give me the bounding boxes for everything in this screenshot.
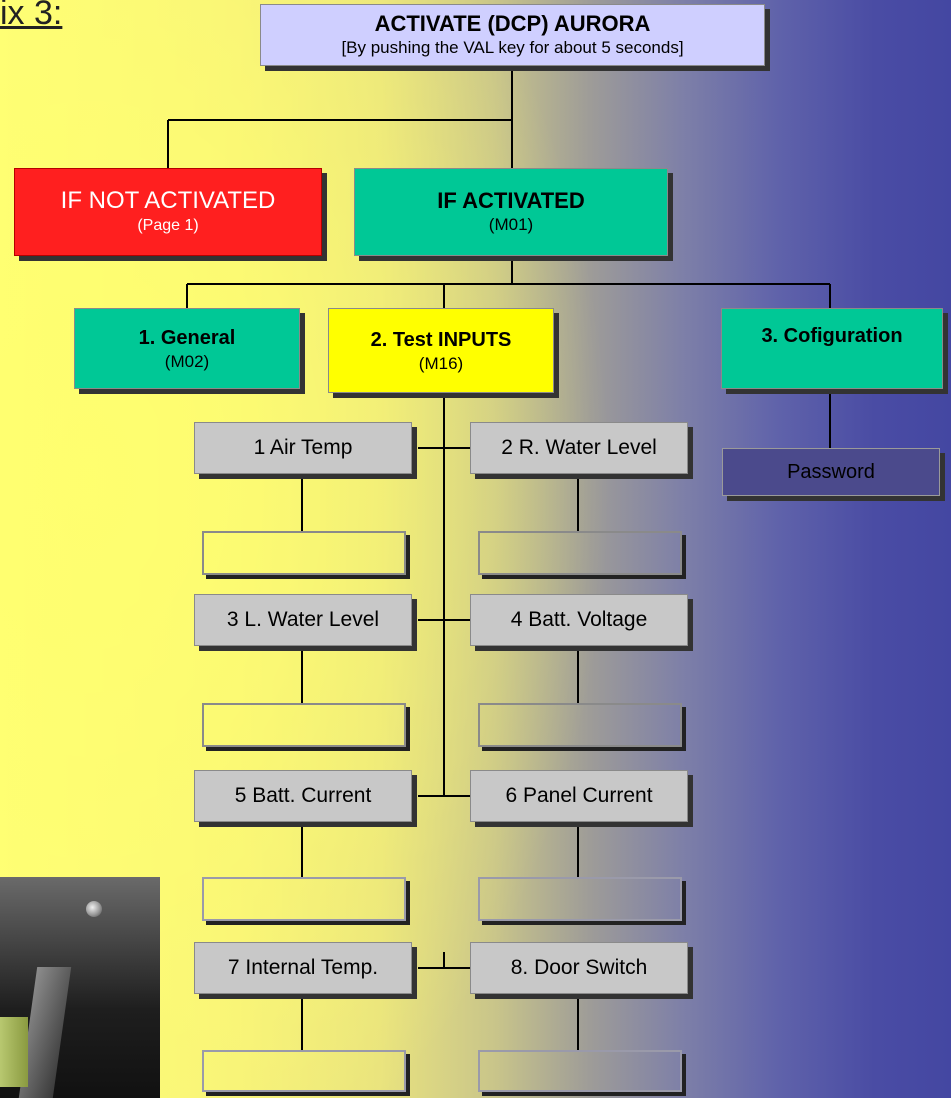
menu-general-title: 1. General bbox=[138, 326, 236, 349]
appendix-title: ix 3: bbox=[0, 0, 63, 32]
if-not-activated-box: IF NOT ACTIVATED (Page 1) bbox=[14, 168, 322, 256]
input-batt-current-label: 5 Batt. Current bbox=[234, 784, 372, 807]
menu-configuration-title: 3. Cofiguration bbox=[761, 325, 903, 347]
menu-test-inputs-title: 2. Test INPUTS bbox=[370, 328, 512, 351]
input-air-temp-value-box bbox=[202, 531, 406, 575]
menu-general-subtitle: (M02) bbox=[164, 351, 210, 371]
activate-aurora-subtitle: [By pushing the VAL key for about 5 seco… bbox=[341, 38, 684, 57]
device-screw-icon bbox=[86, 901, 102, 917]
input-panel-current-label: 6 Panel Current bbox=[505, 784, 653, 807]
input-batt-voltage-box: 4 Batt. Voltage bbox=[470, 594, 688, 646]
input-internal-temp-label: 7 Internal Temp. bbox=[227, 956, 379, 979]
input-l-water-level-label: 3 L. Water Level bbox=[226, 608, 380, 631]
activate-aurora-box: ACTIVATE (DCP) AURORA [By pushing the VA… bbox=[260, 4, 765, 66]
input-batt-voltage-value-box bbox=[478, 703, 682, 747]
input-batt-current-box: 5 Batt. Current bbox=[194, 770, 412, 822]
if-activated-box: IF ACTIVATED (M01) bbox=[354, 168, 668, 256]
input-door-switch-box: 8. Door Switch bbox=[470, 942, 688, 994]
input-l-water-level-box: 3 L. Water Level bbox=[194, 594, 412, 646]
input-batt-current-value-box bbox=[202, 877, 406, 921]
password-box: Password bbox=[722, 448, 940, 496]
input-panel-current-value-box bbox=[478, 877, 682, 921]
device-photo bbox=[0, 877, 160, 1098]
if-not-activated-title: IF NOT ACTIVATED bbox=[60, 187, 276, 214]
input-batt-voltage-label: 4 Batt. Voltage bbox=[510, 608, 648, 631]
input-r-water-level-value-box bbox=[478, 531, 682, 575]
input-door-switch-value-box bbox=[478, 1050, 682, 1092]
menu-test-inputs-subtitle: (M16) bbox=[418, 353, 464, 373]
input-r-water-level-box: 2 R. Water Level bbox=[470, 422, 688, 474]
device-lcd-screen bbox=[0, 1017, 28, 1087]
activate-aurora-title: ACTIVATE (DCP) AURORA bbox=[374, 11, 651, 36]
menu-test-inputs-box: 2. Test INPUTS (M16) bbox=[328, 308, 554, 393]
input-door-switch-label: 8. Door Switch bbox=[510, 956, 648, 979]
if-activated-title: IF ACTIVATED bbox=[437, 188, 585, 213]
if-activated-subtitle: (M01) bbox=[488, 215, 534, 234]
input-internal-temp-value-box bbox=[202, 1050, 406, 1092]
password-label: Password bbox=[787, 461, 875, 483]
input-air-temp-box: 1 Air Temp bbox=[194, 422, 412, 474]
input-panel-current-box: 6 Panel Current bbox=[470, 770, 688, 822]
input-l-water-level-value-box bbox=[202, 703, 406, 747]
input-r-water-level-label: 2 R. Water Level bbox=[501, 436, 657, 459]
menu-general-box: 1. General (M02) bbox=[74, 308, 300, 389]
menu-configuration-box: 3. Cofiguration bbox=[721, 308, 943, 389]
input-internal-temp-box: 7 Internal Temp. bbox=[194, 942, 412, 994]
input-air-temp-label: 1 Air Temp bbox=[253, 436, 353, 459]
if-not-activated-subtitle: (Page 1) bbox=[137, 217, 199, 234]
